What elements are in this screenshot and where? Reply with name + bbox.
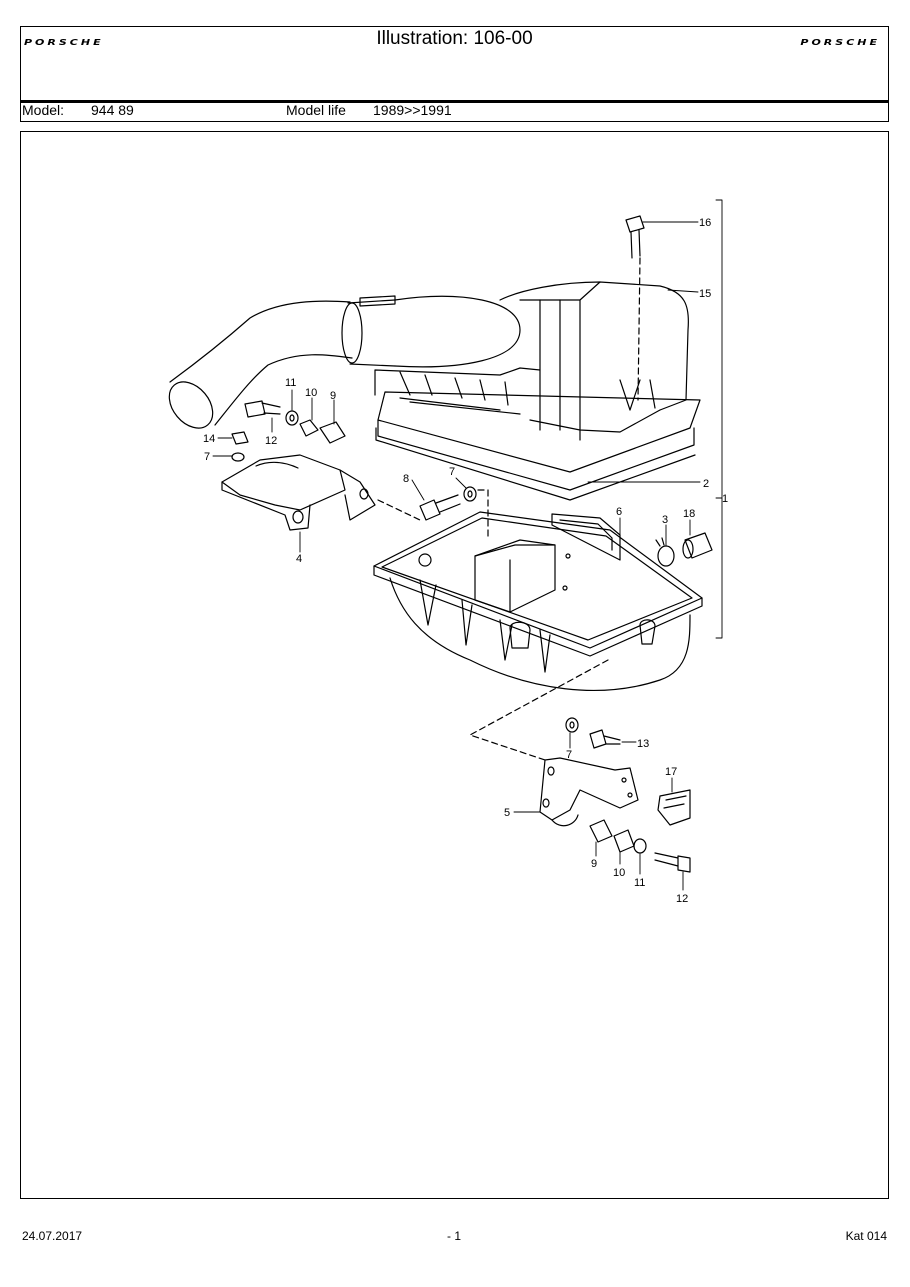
gasket-drawing	[551, 513, 621, 561]
callout-2: 2	[703, 478, 709, 490]
callout-10-bottom: 10	[613, 867, 625, 879]
model-life-value: 1989>>1991	[373, 102, 452, 118]
callout-10-top: 10	[305, 387, 317, 399]
porsche-logo-left: PORSCHE	[24, 37, 104, 48]
header-rule	[21, 100, 888, 103]
footer-date: 24.07.2017	[22, 1229, 83, 1243]
lower-fasteners-drawing	[565, 717, 691, 873]
callout-7-center: 7	[449, 466, 455, 478]
filter-element-drawing	[375, 391, 701, 501]
callout-16: 16	[699, 217, 711, 229]
center-bolt-drawing	[419, 486, 477, 521]
drawing-frame	[20, 131, 889, 1199]
callout-9-bottom: 9	[591, 858, 597, 870]
model-label: Model:	[22, 102, 65, 118]
callout-8: 8	[403, 473, 409, 485]
footer-catalog: Kat 014	[845, 1229, 887, 1243]
left-bracket-drawing	[221, 454, 376, 531]
model-value: 944 89	[91, 102, 134, 118]
top-bolt-drawing	[625, 215, 645, 259]
sleeve-drawing	[682, 532, 713, 559]
callout-15: 15	[699, 288, 711, 300]
callout-9-top: 9	[330, 390, 336, 402]
callout-11-top: 11	[285, 377, 296, 389]
callout-labels: 16 15 2 1 6 3 18 4 11 10 9 12 14 7 8 7 7…	[203, 217, 728, 905]
callout-6: 6	[616, 506, 622, 518]
callout-4: 4	[296, 553, 302, 565]
footer-page-number: - 1	[447, 1229, 462, 1243]
callout-7-left: 7	[204, 451, 210, 463]
callout-17: 17	[665, 766, 677, 778]
leader-lines	[212, 199, 723, 891]
callout-12-top: 12	[265, 435, 277, 447]
page-title: Illustration: 106-00	[376, 28, 533, 49]
lower-bracket-drawing	[539, 757, 639, 827]
callout-13: 13	[637, 738, 649, 750]
callout-3: 3	[662, 514, 668, 526]
callout-14: 14	[203, 433, 215, 445]
clip-drawing	[657, 789, 691, 826]
porsche-logo-right: PORSCHE	[800, 37, 880, 48]
callout-5: 5	[504, 807, 510, 819]
intake-hose-drawing	[168, 295, 521, 429]
clamp-drawing	[655, 537, 675, 567]
callout-11-bottom: 11	[634, 877, 645, 889]
header-box: PORSCHE Illustration: 106-00 PORSCHE Mod…	[20, 26, 889, 122]
model-life-label: Model life	[286, 102, 346, 118]
callout-7-lower: 7	[566, 749, 572, 761]
callout-18: 18	[683, 508, 695, 520]
upper-housing-drawing	[374, 281, 689, 441]
dashed-assembly-lines	[377, 257, 641, 761]
callout-12-bottom: 12	[676, 893, 688, 905]
left-fasteners-drawing	[231, 400, 346, 462]
lower-housing-drawing	[373, 511, 703, 691]
callout-1: 1	[722, 493, 728, 505]
